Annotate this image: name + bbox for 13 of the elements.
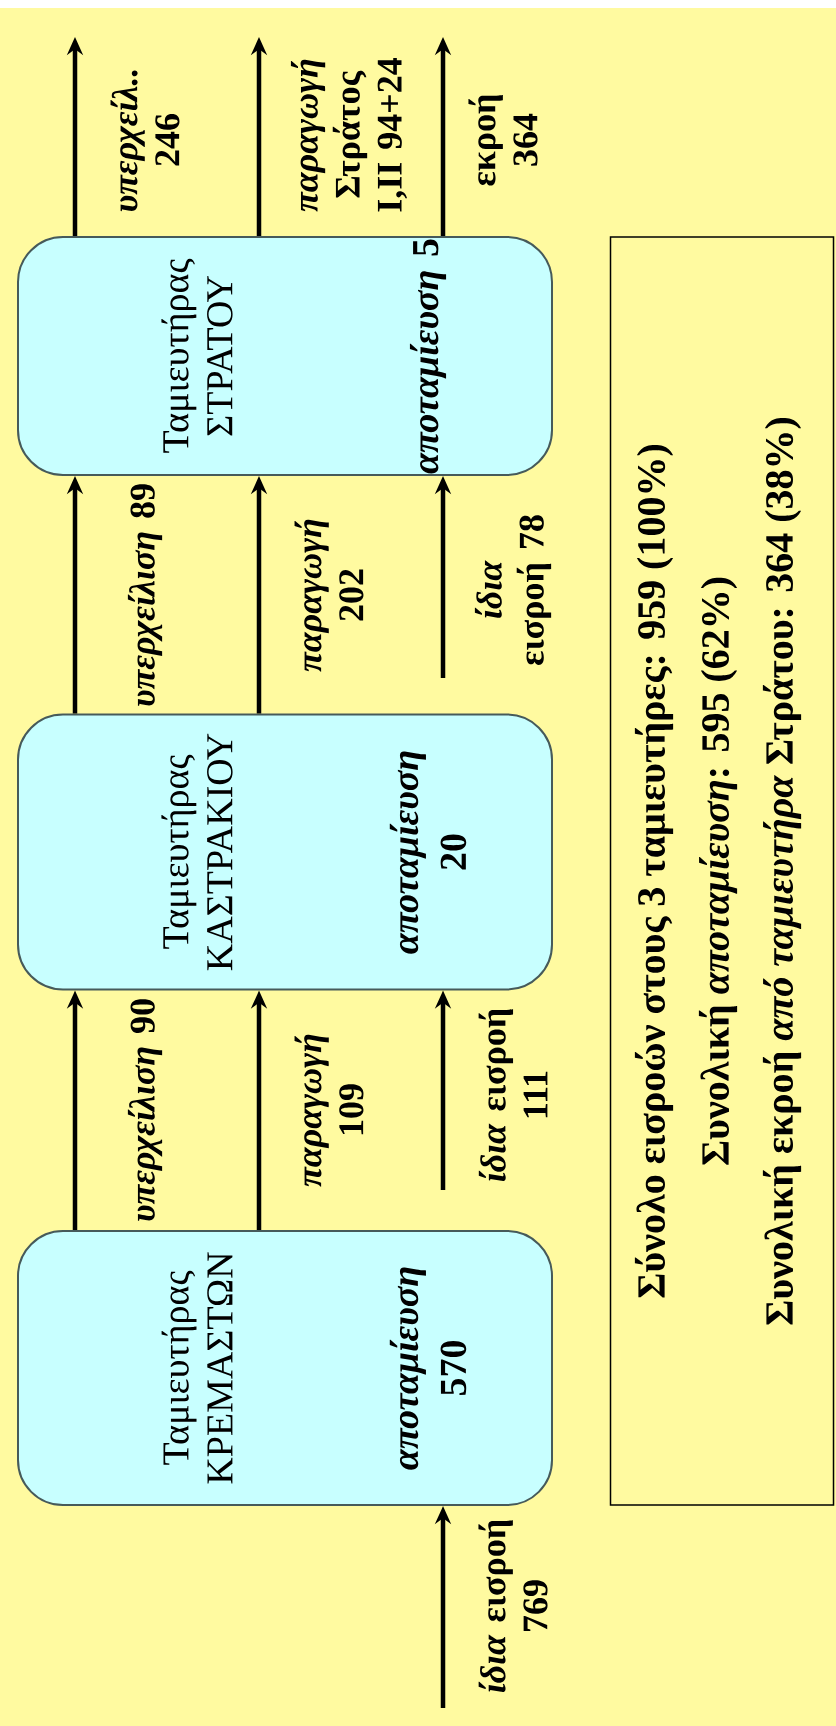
reservoir-box: Ταμιευτήρας ΚΡΕΜΑΣΤΩΝ αποταμίευση 570 <box>17 1230 553 1506</box>
edge-label: ίδια εισροή 111 <box>478 1009 548 1181</box>
edge-label: υπερχείλιση 90 <box>127 999 163 1221</box>
edge-label: εκροή 364 <box>468 95 538 186</box>
edge-label: υπερχείλιση 89 <box>127 484 163 706</box>
edge-label: παραγωγή 109 <box>294 1034 364 1187</box>
edge-label: ίδια εισροή 78 <box>474 515 552 665</box>
edge-label: υπερχείλ.. 246 <box>110 70 180 212</box>
edge-label: ίδια εισροή 769 <box>478 1520 548 1692</box>
edge-label: παραγωγή 202 <box>294 519 364 672</box>
edge-label: παραγωγή Στράτος I,II 94+24 <box>290 57 408 212</box>
reservoir-box: Ταμιευτήρας ΣΤΡΑΤΟΥ αποταμίευση 5 <box>17 236 553 476</box>
reservoir-box: Ταμιευτήρας ΚΑΣΤΡΑΚΙΟΥ αποταμίευση 20 <box>17 713 553 991</box>
